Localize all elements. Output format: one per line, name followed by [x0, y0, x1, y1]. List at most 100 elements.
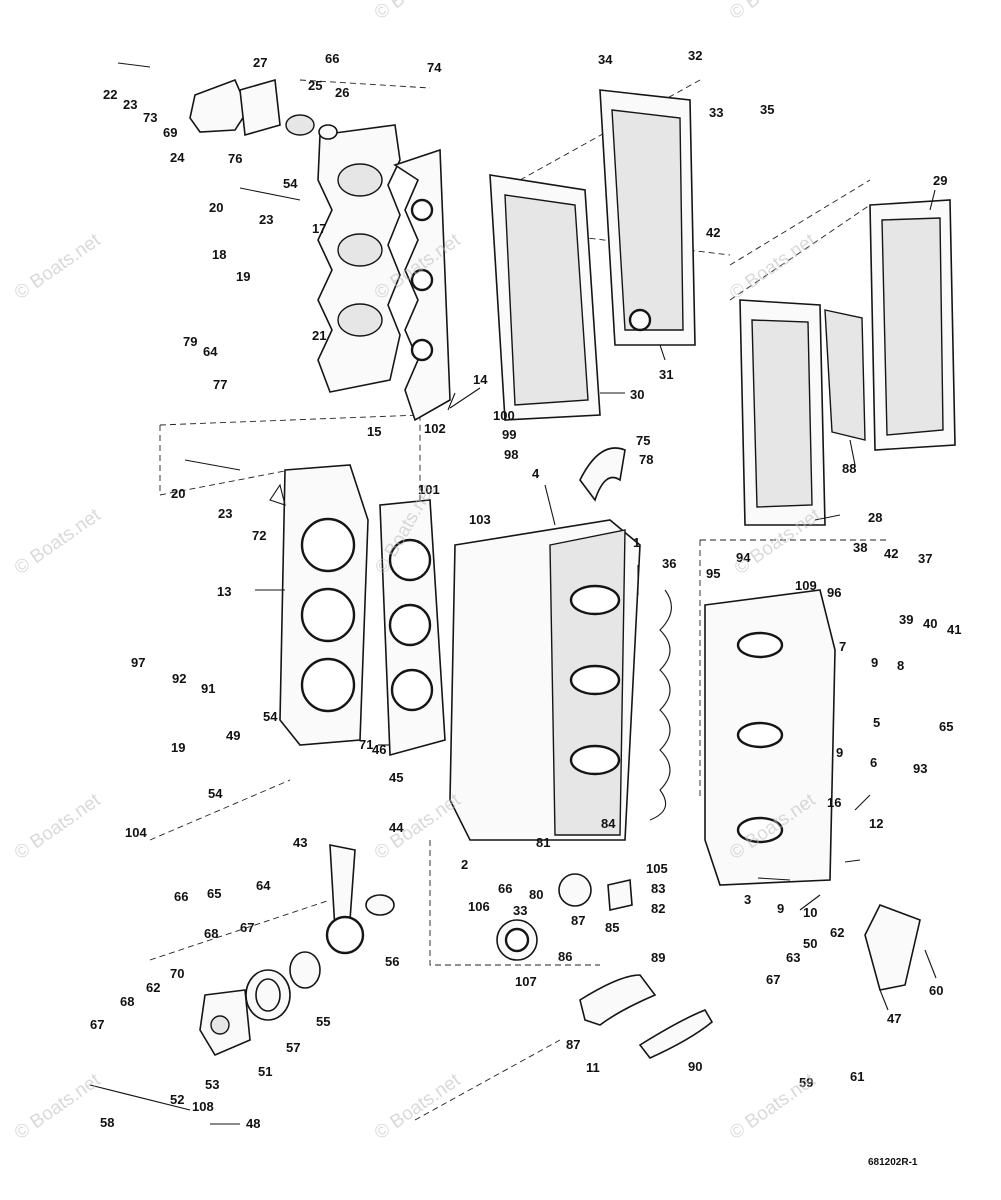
cylinder-head-13 [279, 464, 369, 746]
callout-54-top: 54 [283, 176, 298, 191]
callout-57: 57 [286, 1040, 300, 1055]
callout-74: 74 [427, 60, 442, 75]
callout-61: 61 [850, 1069, 864, 1084]
callout-100: 100 [493, 408, 515, 423]
callout-68-mid: 68 [204, 926, 218, 941]
callout-107: 107 [515, 974, 537, 989]
callout-83: 83 [651, 881, 665, 896]
callout-101: 101 [418, 482, 440, 497]
reed-plate-88 [824, 309, 866, 441]
callout-12: 12 [869, 816, 883, 831]
callout-59: 59 [799, 1075, 813, 1090]
callout-64-top: 64 [203, 344, 218, 359]
callout-16: 16 [827, 795, 841, 810]
callout-7: 7 [839, 639, 846, 654]
callout-104: 104 [125, 825, 147, 840]
choke-bracket-75 [579, 447, 626, 502]
callout-42-top: 42 [706, 225, 720, 240]
callout-49: 49 [226, 728, 240, 743]
callout-63: 63 [786, 950, 800, 965]
callout-25: 25 [308, 78, 322, 93]
callout-67-mid: 67 [240, 920, 254, 935]
callout-53: 53 [205, 1077, 219, 1092]
exhaust-cover-plate-30 [489, 174, 601, 421]
callout-84: 84 [601, 816, 616, 831]
callout-60: 60 [929, 983, 943, 998]
callout-85: 85 [605, 920, 619, 935]
callout-58: 58 [100, 1115, 114, 1130]
callout-62-left: 62 [146, 980, 160, 995]
intake-manifold-29 [869, 199, 956, 451]
callout-3: 3 [744, 892, 751, 907]
watermark: © Boats.net [726, 0, 820, 24]
callout-27: 27 [253, 55, 267, 70]
connecting-rod-43 [325, 844, 395, 955]
callout-78: 78 [639, 452, 653, 467]
callout-70: 70 [170, 966, 184, 981]
callout-79: 79 [183, 334, 197, 349]
crankcase-seal-36 [649, 589, 672, 821]
fuel-pump [558, 873, 633, 911]
callout-24: 24 [170, 150, 185, 165]
callout-15: 15 [367, 424, 381, 439]
callout-55: 55 [316, 1014, 330, 1029]
callout-46: 46 [372, 742, 386, 757]
callout-108: 108 [192, 1099, 214, 1114]
callout-10: 10 [803, 905, 817, 920]
watermark: © Boats.net [726, 229, 820, 304]
watermark: © Boats.net [371, 789, 465, 864]
callout-20-mid: 20 [171, 486, 185, 501]
callout-81: 81 [536, 835, 550, 850]
bracket-89 [579, 974, 657, 1026]
manifold-gasket-28 [739, 299, 826, 526]
callout-21: 21 [312, 328, 326, 343]
callout-64-low: 64 [256, 878, 271, 893]
callout-68-low: 68 [120, 994, 134, 1009]
watermark: © Boats.net [11, 1069, 105, 1144]
callout-89: 89 [651, 950, 665, 965]
callout-40: 40 [923, 616, 937, 631]
callout-102: 102 [424, 421, 446, 436]
watermark: © Boats.net [371, 0, 465, 24]
callout-77: 77 [213, 377, 227, 392]
callout-106: 106 [468, 899, 490, 914]
callout-88: 88 [842, 461, 856, 476]
callout-9-top: 9 [871, 655, 878, 670]
callout-23-mid: 23 [259, 212, 273, 227]
callout-20-top: 20 [209, 200, 223, 215]
callout-9-mid: 9 [836, 745, 843, 760]
callout-22: 22 [103, 87, 117, 102]
lever-47 [864, 903, 921, 991]
callout-54-mid: 54 [263, 709, 278, 724]
watermark: © Boats.net [726, 1069, 820, 1144]
callout-39: 39 [899, 612, 913, 627]
callout-48: 48 [246, 1116, 260, 1131]
callout-14: 14 [473, 372, 488, 387]
seal-107 [496, 919, 538, 961]
bearing-57 [245, 951, 321, 1021]
callout-69: 69 [163, 125, 177, 140]
callout-54-low: 54 [208, 786, 223, 801]
callout-82: 82 [651, 901, 665, 916]
callout-6: 6 [870, 755, 877, 770]
callout-32: 32 [688, 48, 702, 63]
callout-92: 92 [172, 671, 186, 686]
callout-65-low: 65 [207, 886, 221, 901]
callout-5: 5 [873, 715, 880, 730]
callout-2: 2 [461, 857, 468, 872]
callout-103: 103 [469, 512, 491, 527]
callout-18: 18 [212, 247, 226, 262]
callout-75: 75 [636, 433, 650, 448]
callout-34: 34 [598, 52, 613, 67]
callout-72: 72 [252, 528, 266, 543]
callout-56: 56 [385, 954, 399, 969]
bracket-90 [638, 1009, 714, 1059]
throttle-cam-51 [199, 989, 251, 1057]
cylinder-block [449, 519, 641, 841]
callout-94: 94 [736, 550, 751, 565]
cylinder-head-15 [317, 124, 401, 393]
callout-97: 97 [131, 655, 145, 670]
callout-95: 95 [706, 566, 720, 581]
callout-43: 43 [293, 835, 307, 850]
